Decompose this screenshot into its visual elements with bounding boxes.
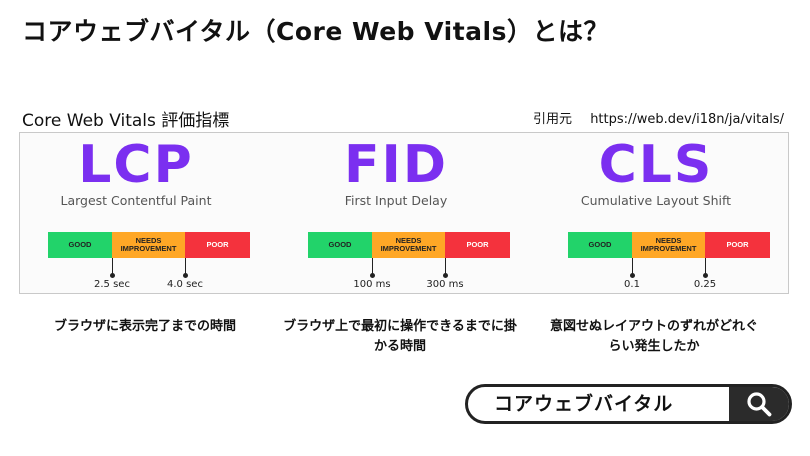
threshold-label: 0.25: [693, 279, 717, 290]
threshold-label: 4.0 sec: [167, 279, 203, 290]
metric-abbr: FID: [343, 135, 449, 195]
threshold-label: 100 ms: [353, 279, 391, 290]
segment-poor: POOR: [705, 232, 770, 258]
metric-cls: CLS Cumulative Layout Shift GOOD NEEDS I…: [540, 133, 772, 293]
threshold-tick: [370, 258, 375, 278]
threshold-bar: GOOD NEEDS IMPROVEMENT POOR: [48, 232, 250, 258]
threshold-label: 0.1: [624, 279, 640, 290]
metric-full-name: First Input Delay: [344, 193, 448, 208]
segment-good: GOOD: [308, 232, 372, 258]
metric-description-cls: 意図せぬレイアウトのずれがどれぐらい発生したか: [549, 319, 758, 355]
source-label: 引用元: [533, 112, 573, 127]
threshold-tick: [443, 258, 448, 278]
segment-needs-improvement: NEEDS IMPROVEMENT: [372, 232, 445, 258]
search-bar[interactable]: コアウェブバイタル: [465, 384, 792, 424]
segment-needs-improvement: NEEDS IMPROVEMENT: [632, 232, 705, 258]
threshold-tick: [630, 258, 635, 278]
threshold-bar: GOOD NEEDS IMPROVEMENT POOR: [308, 232, 510, 258]
metric-abbr: LCP: [78, 135, 194, 195]
threshold-label: 300 ms: [426, 279, 464, 290]
metric-description-fid: ブラウザ上で最初に操作できるまでに掛かる時間: [283, 319, 517, 355]
metric-fid: FID First Input Delay GOOD NEEDS IMPROVE…: [280, 133, 512, 293]
threshold-bar: GOOD NEEDS IMPROVEMENT POOR: [568, 232, 770, 258]
search-input[interactable]: コアウェブバイタル: [494, 393, 674, 415]
segment-good: GOOD: [568, 232, 632, 258]
search-button[interactable]: [729, 387, 789, 421]
source-citation: 引用元 https://web.dev/i18n/ja/vitals/: [533, 108, 784, 127]
segment-poor: POOR: [445, 232, 510, 258]
metric-abbr: CLS: [598, 135, 714, 195]
search-icon: [747, 392, 772, 417]
metric-full-name: Cumulative Layout Shift: [580, 193, 732, 208]
section-subtitle: Core Web Vitals 評価指標: [22, 111, 230, 131]
metric-description-lcp: ブラウザに表示完了までの時間: [53, 319, 236, 334]
threshold-tick: [183, 258, 188, 278]
segment-good: GOOD: [48, 232, 112, 258]
page-title: コアウェブバイタル（Core Web Vitals）とは？: [22, 17, 609, 46]
source-url[interactable]: https://web.dev/i18n/ja/vitals/: [590, 112, 784, 127]
threshold-tick: [110, 258, 115, 278]
segment-poor: POOR: [185, 232, 250, 258]
metric-lcp: LCP Largest Contentful Paint GOOD NEEDS …: [20, 133, 252, 293]
threshold-tick: [703, 258, 708, 278]
metrics-panel: LCP Largest Contentful Paint GOOD NEEDS …: [19, 132, 789, 294]
metric-full-name: Largest Contentful Paint: [60, 193, 212, 208]
threshold-label: 2.5 sec: [94, 279, 130, 290]
segment-needs-improvement: NEEDS IMPROVEMENT: [112, 232, 185, 258]
